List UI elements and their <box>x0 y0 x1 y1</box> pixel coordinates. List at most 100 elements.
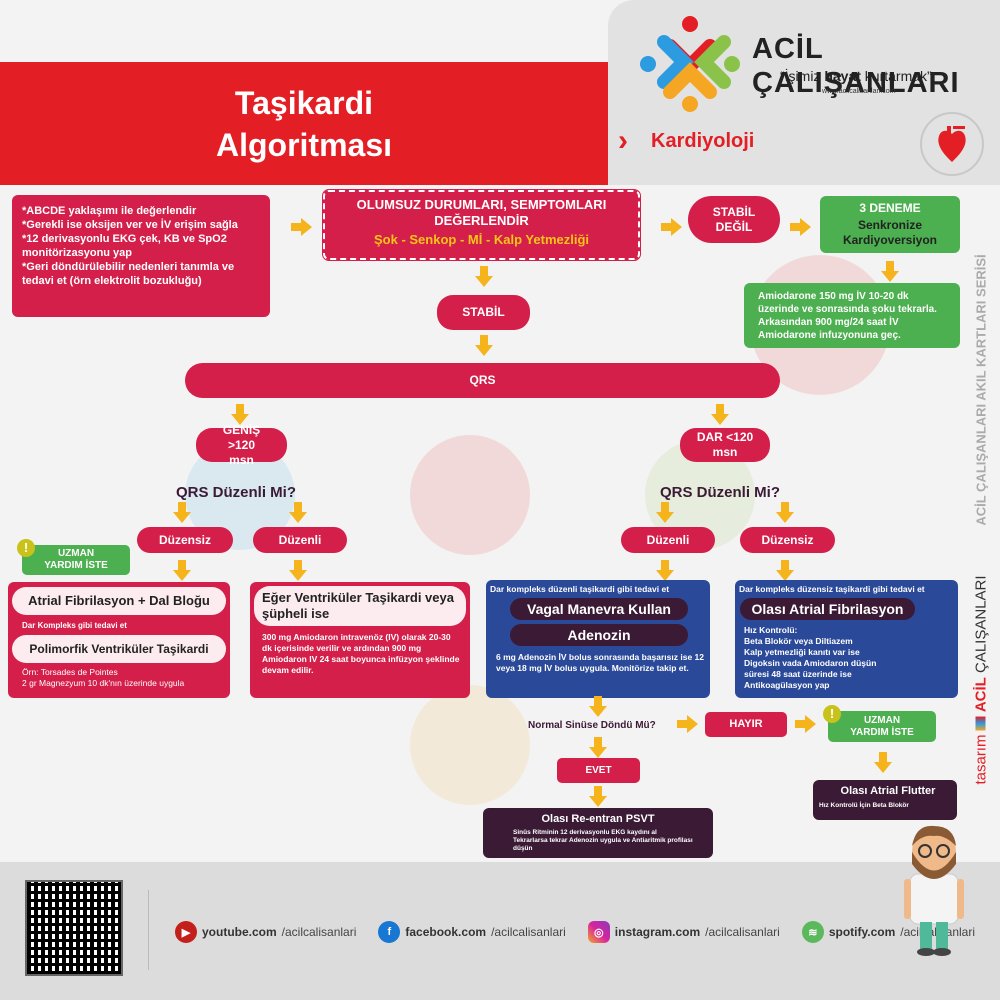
vt-amiodarone-text: 300 mg Amiodaron intravenöz (IV) olarak … <box>262 632 460 675</box>
arrow-down-icon <box>173 502 191 523</box>
heart-icon <box>920 112 984 176</box>
arrow-down-icon <box>874 752 892 773</box>
brand-name: ACİL ÇALIŞANLARI <box>752 33 960 99</box>
arrow-down-icon <box>289 560 307 581</box>
narrow-regular-question: QRS Düzenli Mi? <box>660 484 780 501</box>
arrow-down-icon <box>881 261 899 282</box>
assess-title: OLUMSUZ DURUMLARI, SEMPTOMLARI DEĞERLEND… <box>356 197 607 228</box>
youtube-link[interactable]: ▶youtube.com/acilcalisanlari <box>175 921 356 943</box>
wide-qrs-node: GENİŞ >120 msn <box>196 423 287 467</box>
cardioversion-label: Senkronize Kardiyoversiyon <box>842 218 938 247</box>
arrow-down-icon <box>656 502 674 523</box>
arrow-down-icon <box>475 335 493 356</box>
wide-regular-question: QRS Düzenli Mi? <box>176 484 296 501</box>
arrow-down-icon <box>776 560 794 581</box>
flutter-box: Olası Atrial Flutter Hız Kontrolü İçin B… <box>813 780 957 820</box>
expert-help-badge: UZMAN YARDIM İSTE <box>22 545 130 575</box>
stable-node: STABİL <box>437 295 530 330</box>
assess-symptoms-box: OLUMSUZ DURUMLARI, SEMPTOMLARI DEĞERLEND… <box>322 189 641 261</box>
arrow-down-icon <box>289 502 307 523</box>
instagram-icon: ◎ <box>587 921 610 943</box>
unstable-node: STABİL DEĞİL <box>688 196 780 243</box>
expert-help-badge: UZMAN YARDIM İSTE <box>828 711 936 742</box>
spotify-icon: ≋ <box>801 921 824 943</box>
intro-step: *Geri döndürülebilir nedenleri tanımla v… <box>22 261 235 287</box>
af-note: Dar Kompleks gibi tedavi et <box>22 621 127 630</box>
brand-website: www.acilcalisanlari.com <box>822 88 896 95</box>
amiodarone-box: Amiodarone 150 mg İV 10-20 dk üzerinde v… <box>744 283 960 348</box>
intro-step: *ABCDE yaklaşımı ile değerlendir <box>22 205 197 217</box>
arrow-down-icon <box>231 404 249 425</box>
flutter-text: Hız Kontrolü İçin Beta Blokör <box>819 802 909 809</box>
intro-step: *Gerekli ise oksijen ver ve İV erişim sa… <box>22 219 238 231</box>
arrow-down-icon <box>589 737 607 758</box>
narrow-irregular-box: Dar kompleks düzensiz taşikardi gibi ted… <box>735 580 958 698</box>
facebook-icon: f <box>378 921 401 943</box>
arrow-down-icon <box>589 696 607 717</box>
category-label: Kardiyoloji <box>651 130 755 152</box>
narrow-irregular-node: Düzensiz <box>740 527 835 553</box>
chevron-right-icon: › <box>618 124 628 157</box>
narrow-regular-node: Düzenli <box>621 527 715 553</box>
arrow-right-icon <box>661 218 682 236</box>
vt-suspected: Eğer Ventriküler Taşikardi veya şüpheli … <box>254 586 466 626</box>
adenosine: Adenozin <box>510 624 688 646</box>
symptoms-list: Şok - Senkop - Mİ - Kalp Yetmezliği <box>373 232 590 247</box>
polymorphic-vt: Polimorfik Ventriküler Taşikardi <box>12 635 226 663</box>
arrow-right-icon <box>790 218 811 236</box>
arrow-down-icon <box>656 560 674 581</box>
doctor-character-illustration <box>904 825 964 956</box>
warning-icon: ! <box>17 539 35 557</box>
psvt-title: Olası Re-entran PSVT <box>541 813 655 825</box>
vagal-maneuver: Vagal Manevra Kullan <box>510 598 688 620</box>
qr-code[interactable] <box>25 880 123 976</box>
arrow-right-icon <box>795 715 816 733</box>
arrow-down-icon <box>475 266 493 287</box>
initial-steps-box: *ABCDE yaklaşımı ile değerlendir *Gerekl… <box>12 195 270 317</box>
wide-irregular-node: Düzensiz <box>137 527 233 553</box>
arrow-right-icon <box>677 715 698 733</box>
intro-step: *12 derivasyonlu EKG çek, KB ve SpO2 mon… <box>22 233 227 259</box>
design-credit: tasarım ACİL ÇALIŞANLARI <box>972 575 990 785</box>
brand-slogan: “İşimiz hayat kurtarmak” <box>780 68 932 84</box>
narrow-irregular-head: Dar kompleks düzensiz taşikardi gibi ted… <box>739 584 925 594</box>
wide-irregular-box: Atrial Fibrilasyon + Dal Bloğu Dar Kompl… <box>8 582 230 698</box>
footer <box>0 862 1000 1000</box>
cardioversion-box: 3 DENEME Senkronize Kardiyoversiyon <box>820 196 960 253</box>
warning-icon: ! <box>823 705 841 723</box>
yes-node: EVET <box>557 758 640 783</box>
flutter-title: Olası Atrial Flutter <box>840 785 936 797</box>
instagram-link[interactable]: ◎instagram.com/acilcalisanlari <box>587 921 780 943</box>
narrow-regular-head: Dar kompleks düzenli taşikardi gibi teda… <box>490 584 670 594</box>
brand-logo-icon <box>640 16 740 112</box>
footer-divider <box>148 890 149 970</box>
possible-af: Olası Atrial Fibrilasyon <box>740 598 915 620</box>
narrow-regular-box: Dar kompleks düzenli taşikardi gibi teda… <box>486 580 710 698</box>
tries-label: 3 DENEME <box>859 201 921 215</box>
wide-regular-node: Düzenli <box>253 527 347 553</box>
psvt-text: Sinüs Ritminin 12 derivasyonlu EKG kaydı… <box>513 829 693 852</box>
narrow-qrs-node: DAR <120 msn <box>680 428 770 462</box>
sinus-question: Normal Sinüse Döndü Mü? <box>528 720 656 731</box>
arrow-down-icon <box>776 502 794 523</box>
psvt-box: Olası Re-entran PSVT Sinüs Ritminin 12 d… <box>483 808 713 858</box>
title-banner: Taşikardi Algoritması <box>0 62 608 185</box>
arrow-down-icon <box>711 404 729 425</box>
no-node: HAYIR <box>705 712 787 737</box>
adenosine-text: 6 mg Adenozin İV bolus sonrasında başarı… <box>496 652 704 673</box>
af-bundle-branch-block: Atrial Fibrilasyon + Dal Bloğu <box>12 587 226 615</box>
title-line-2: Algoritması <box>215 127 393 163</box>
series-label: ACİL ÇALIŞANLARI AKIL KARTLARI SERİSİ <box>973 254 989 526</box>
wide-regular-box: Eğer Ventriküler Taşikardi veya şüpheli … <box>250 582 470 698</box>
youtube-icon: ▶ <box>175 921 197 943</box>
arrow-right-icon <box>291 218 312 236</box>
arrow-down-icon <box>589 786 607 807</box>
brand-mini-logo-icon <box>975 716 986 731</box>
qrs-node: QRS <box>185 363 780 398</box>
title-line-1: Taşikardi <box>234 85 374 121</box>
arrow-down-icon <box>173 560 191 581</box>
